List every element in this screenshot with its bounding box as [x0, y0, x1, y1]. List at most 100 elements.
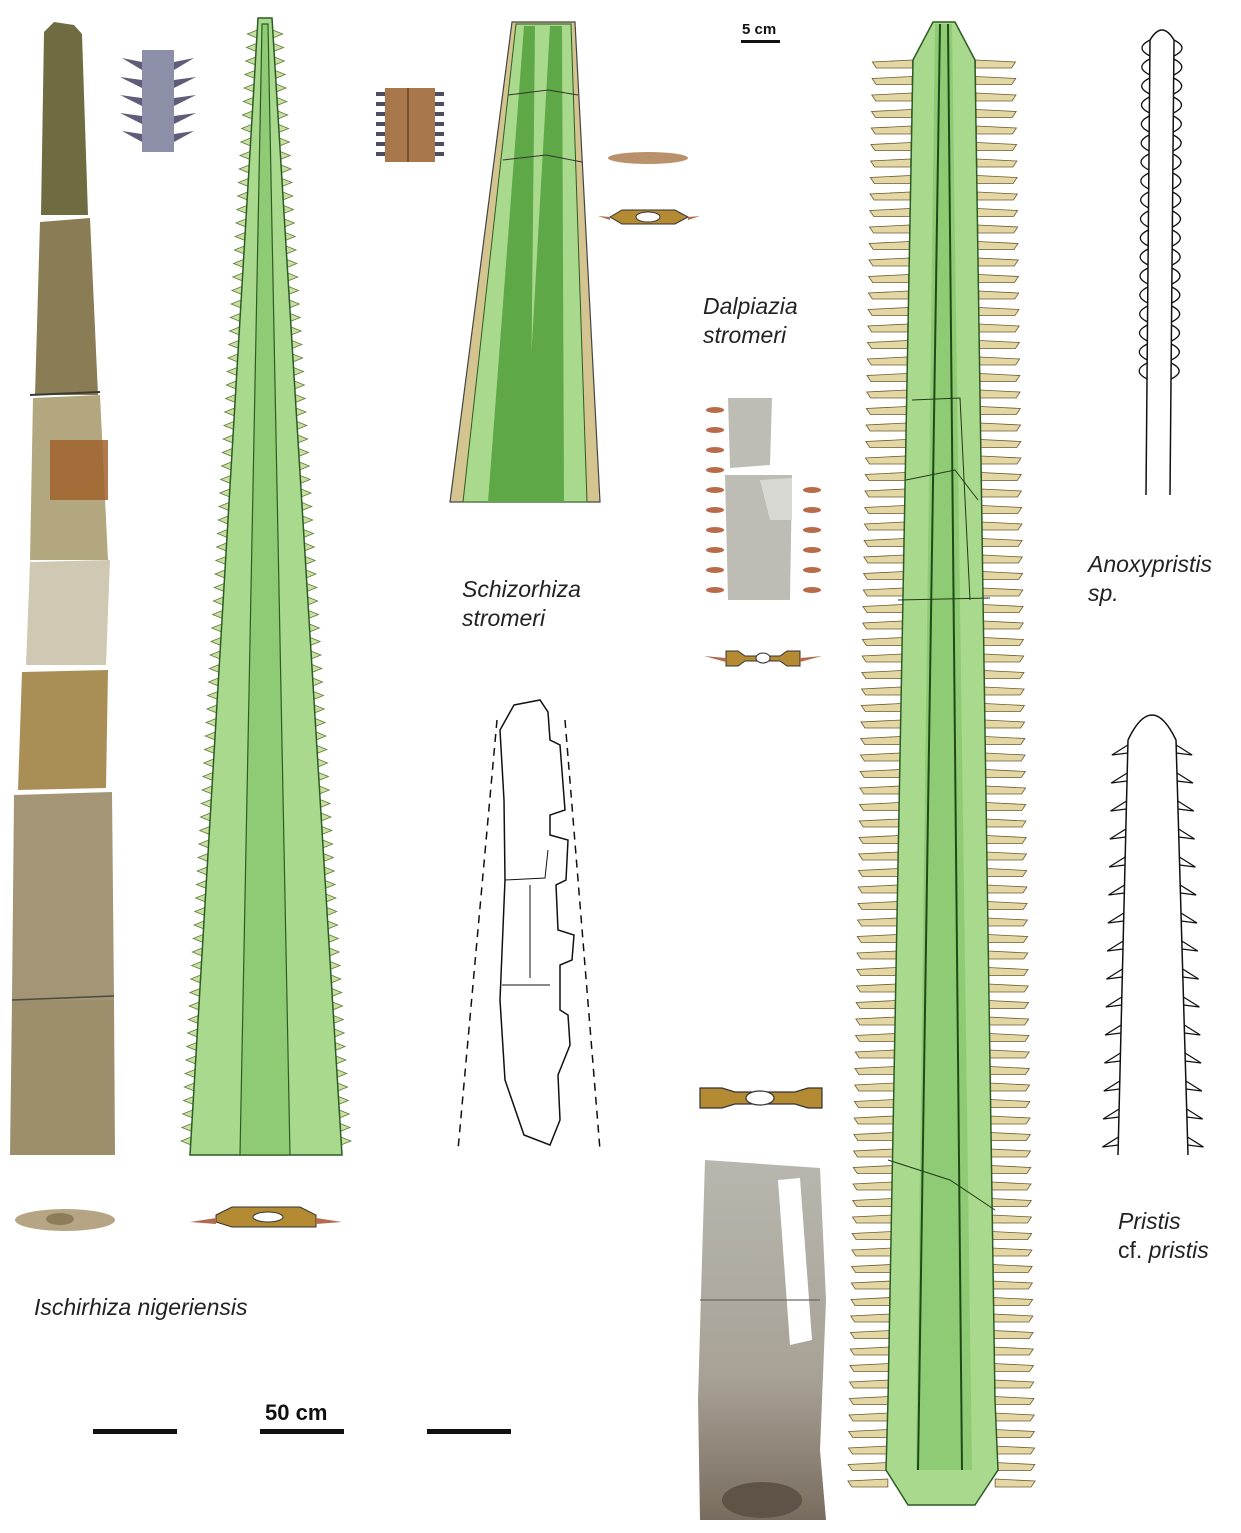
denticle-shape — [325, 881, 335, 889]
denticle-shape — [277, 98, 287, 106]
dalpiazia-large-cross-section — [700, 1088, 822, 1108]
denticle-shape — [244, 84, 254, 92]
denticle-shape — [977, 192, 1017, 200]
denticle-shape — [850, 1347, 890, 1355]
denticle-shape — [298, 435, 308, 443]
outline-tooth — [1180, 885, 1196, 895]
denticle-shape — [869, 275, 909, 283]
denticle-shape — [984, 654, 1024, 662]
denticle-shape — [851, 1281, 891, 1289]
denticle-shape — [338, 1097, 348, 1105]
denticle-shape — [214, 584, 224, 592]
denticle-shape — [861, 720, 901, 728]
dalpiazia-fossil-photo — [706, 398, 821, 600]
outline-tooth — [1173, 116, 1181, 132]
denticle-shape — [329, 948, 339, 956]
denticle-shape — [286, 246, 296, 254]
denticle-shape — [856, 984, 896, 992]
denticle-shape — [234, 246, 244, 254]
denticle-shape — [314, 705, 324, 713]
denticle-shape — [868, 341, 908, 349]
denticle-shape — [215, 570, 225, 578]
outline-tooth — [1107, 941, 1123, 951]
denticle-shape — [309, 624, 319, 632]
denticle-shape — [331, 975, 341, 983]
denticle-shape — [866, 456, 906, 464]
outline-tooth — [1141, 154, 1149, 170]
denticle-shape — [320, 800, 330, 808]
schizorhiza-cross-sections — [598, 152, 700, 224]
denticle-shape — [327, 908, 337, 916]
denticle-shape — [851, 1314, 891, 1322]
ischirhiza-fossil-cross-section — [15, 1209, 115, 1231]
denticle-shape — [293, 354, 303, 362]
denticle-shape — [233, 273, 243, 281]
denticle-shape — [228, 354, 238, 362]
schizorhiza-rostrum-reconstruction — [450, 22, 600, 502]
outline-tooth — [1173, 192, 1181, 208]
denticle-shape — [861, 704, 901, 712]
denticle-shape — [330, 962, 340, 970]
denticle-shape — [861, 737, 901, 745]
denticle-shape — [305, 557, 315, 565]
denticle-shape — [994, 1413, 1034, 1421]
denticle-shape — [867, 374, 907, 382]
denticle-shape — [852, 1215, 892, 1223]
denticle-shape — [182, 1124, 192, 1132]
denticle-shape — [218, 516, 228, 524]
outline-tooth — [1172, 268, 1180, 284]
denticle-shape — [241, 138, 251, 146]
denticle-shape — [208, 692, 218, 700]
denticle-shape — [213, 597, 223, 605]
denticle-shape — [984, 704, 1024, 712]
denticle-shape — [871, 143, 911, 151]
denticle-shape — [245, 71, 255, 79]
outline-tooth — [1140, 230, 1148, 246]
denticle-shape — [225, 408, 235, 416]
denticle-shape — [340, 1124, 350, 1132]
denticle-shape — [859, 852, 899, 860]
outline-tooth — [1110, 829, 1126, 839]
denticle-shape — [858, 869, 898, 877]
denticle-shape — [281, 165, 291, 173]
denticle-shape — [183, 1097, 193, 1105]
denticle-shape — [993, 1298, 1033, 1306]
denticle-shape — [310, 638, 320, 646]
denticle-shape — [868, 324, 908, 332]
denticle-shape — [202, 786, 212, 794]
denticle-shape — [985, 720, 1025, 728]
outline-tooth — [1141, 192, 1149, 208]
denticle-shape — [274, 57, 284, 65]
denticle-shape — [216, 557, 226, 565]
denticle-shape — [231, 300, 241, 308]
denticle-shape — [866, 407, 906, 415]
denticle-shape — [339, 1110, 349, 1118]
outline-tooth — [1108, 913, 1124, 923]
denticle-shape — [871, 126, 911, 134]
denticle-shape — [207, 705, 217, 713]
denticle-shape — [238, 192, 248, 200]
denticle-shape — [295, 395, 305, 403]
denticle-shape — [856, 1001, 896, 1009]
denticle-shape — [187, 1043, 197, 1051]
denticle-shape — [849, 1397, 889, 1405]
denticle-shape — [864, 539, 904, 547]
denticle-shape — [303, 530, 313, 538]
denticle-shape — [865, 473, 905, 481]
denticle-shape — [982, 539, 1022, 547]
denticle-shape — [223, 435, 233, 443]
denticle-shape — [852, 1232, 892, 1240]
denticle-shape — [850, 1380, 890, 1388]
outline-tooth — [1179, 857, 1195, 867]
denticle-shape — [222, 449, 232, 457]
denticle-shape — [979, 324, 1019, 332]
denticle-shape — [857, 968, 897, 976]
denticle-shape — [242, 111, 252, 119]
outline-tooth — [1172, 249, 1180, 265]
denticle-shape — [328, 921, 338, 929]
anoxypristis-rostrum-reconstruction — [848, 22, 1035, 1505]
outline-tooth — [1105, 1025, 1121, 1035]
denticle-shape — [323, 854, 333, 862]
outline-tooth — [1172, 211, 1180, 227]
